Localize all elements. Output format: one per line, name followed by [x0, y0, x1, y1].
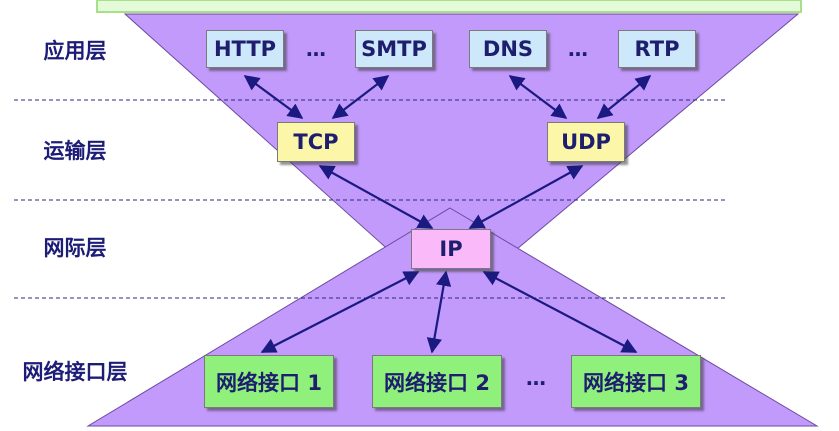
protocol-box-tcp: TCP	[277, 122, 355, 162]
rtp-udp-arrow	[596, 75, 652, 119]
top-band	[96, 0, 802, 13]
ip-nif1-arrow	[260, 271, 420, 353]
layer-label-internet: 网际层	[43, 236, 107, 260]
udp-ip-arrow	[468, 165, 584, 229]
protocol-box-ip: IP	[411, 229, 491, 269]
network-interface-2-box: 网络接口 2	[372, 355, 502, 408]
network-interface-3-box: 网络接口 3	[571, 355, 701, 408]
protocol-box-smtp: SMTP	[355, 30, 433, 68]
protocol-box-dns: DNS	[469, 30, 547, 68]
ellipsis-network-interface: …	[526, 366, 546, 390]
protocol-box-rtp: RTP	[618, 30, 696, 68]
ip-nif3-arrow	[482, 271, 638, 353]
ellipsis-application-left: …	[306, 37, 326, 61]
ip-nif2-arrow	[426, 270, 452, 354]
layer-label-network-interface: 网络接口层	[22, 360, 128, 384]
ellipsis-application-right: …	[568, 37, 588, 61]
protocol-box-udp: UDP	[547, 122, 625, 162]
protocol-box-http: HTTP	[206, 30, 284, 68]
network-interface-1-box: 网络接口 1	[204, 355, 334, 408]
smtp-tcp-arrow	[331, 75, 390, 119]
dns-udp-arrow	[508, 75, 568, 119]
tcp-ip-arrow	[318, 165, 434, 229]
http-tcp-arrow	[243, 75, 304, 119]
layer-label-application: 应用层	[43, 39, 107, 63]
layer-label-transport: 运输层	[43, 139, 107, 163]
